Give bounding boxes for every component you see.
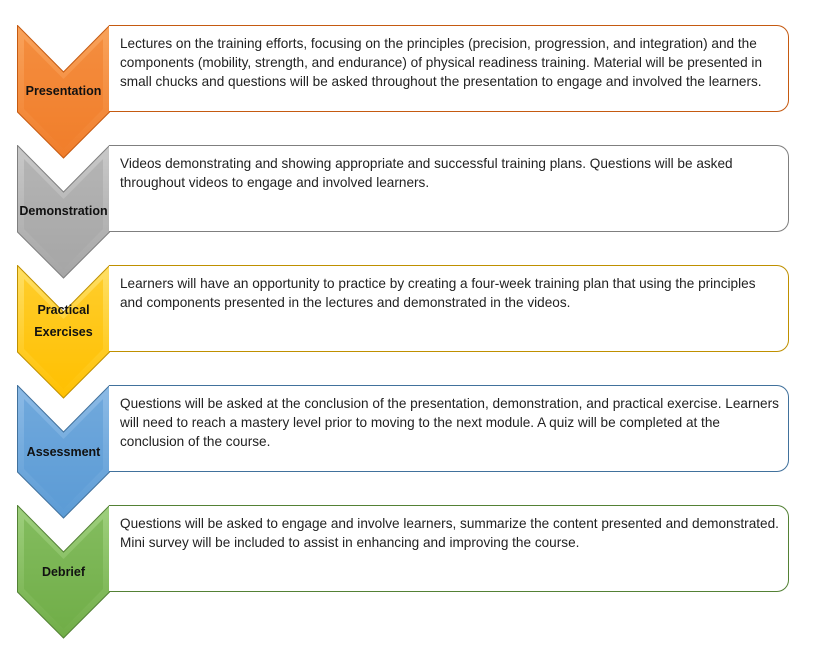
step-description-box: Questions will be asked to engage and in… <box>109 505 789 592</box>
step-description: Questions will be asked to engage and in… <box>120 516 779 550</box>
process-step: Assessment Questions will be asked at th… <box>0 385 816 525</box>
step-description-box: Videos demonstrating and showing appropr… <box>109 145 789 232</box>
step-description: Lectures on the training efforts, focusi… <box>120 36 763 89</box>
chevron-shape: Presentation <box>17 25 110 159</box>
step-label: Debrief <box>41 565 86 579</box>
step-description: Videos demonstrating and showing appropr… <box>120 156 733 190</box>
chevron-shape: Assessment <box>17 385 110 519</box>
step-description-box: Questions will be asked at the conclusio… <box>109 385 789 472</box>
process-step: Debrief Questions will be asked to engag… <box>0 505 816 645</box>
step-description-box: Learners will have an opportunity to pra… <box>109 265 789 352</box>
process-step: Presentation Lectures on the training ef… <box>0 25 816 165</box>
process-step: Demonstration Videos demonstrating and s… <box>0 145 816 285</box>
chevron-shape: Demonstration <box>17 145 110 279</box>
step-label: Assessment <box>26 445 101 459</box>
step-description: Learners will have an opportunity to pra… <box>120 276 756 310</box>
step-description: Questions will be asked at the conclusio… <box>120 396 779 449</box>
step-description-box: Lectures on the training efforts, focusi… <box>109 25 789 112</box>
chevron-shape: Debrief <box>17 505 110 639</box>
step-label: Presentation <box>25 84 102 98</box>
step-label: Demonstration <box>19 204 108 218</box>
